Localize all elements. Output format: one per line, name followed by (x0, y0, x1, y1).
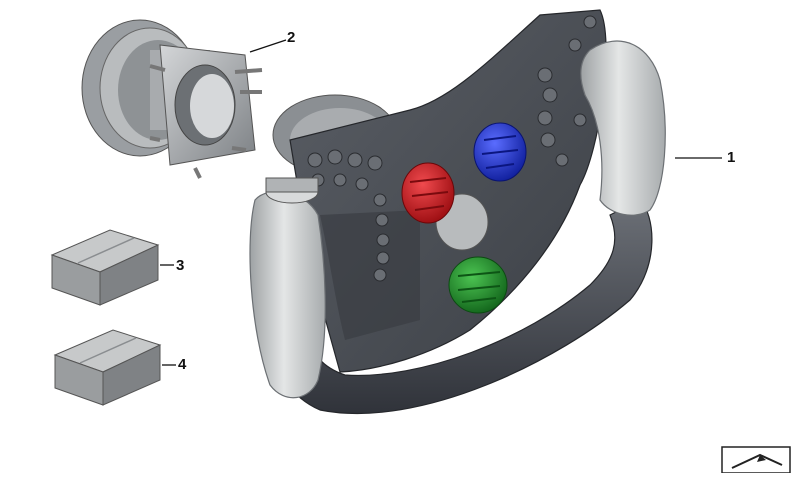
callout-1: 1 (727, 149, 736, 166)
blue-knob (473, 122, 527, 182)
navigation-arrow-icon[interactable] (721, 446, 791, 474)
callout-2: 2 (287, 29, 296, 46)
box-4-part (53, 329, 162, 406)
callout-4: 4 (178, 356, 187, 373)
leader-line-2 (249, 39, 287, 53)
green-knob (448, 256, 508, 314)
hub-adapter-part (81, 19, 263, 179)
steering-wheel-part (249, 9, 666, 415)
box-3-part (50, 229, 160, 306)
callout-3: 3 (176, 257, 185, 274)
red-knob (401, 162, 455, 224)
